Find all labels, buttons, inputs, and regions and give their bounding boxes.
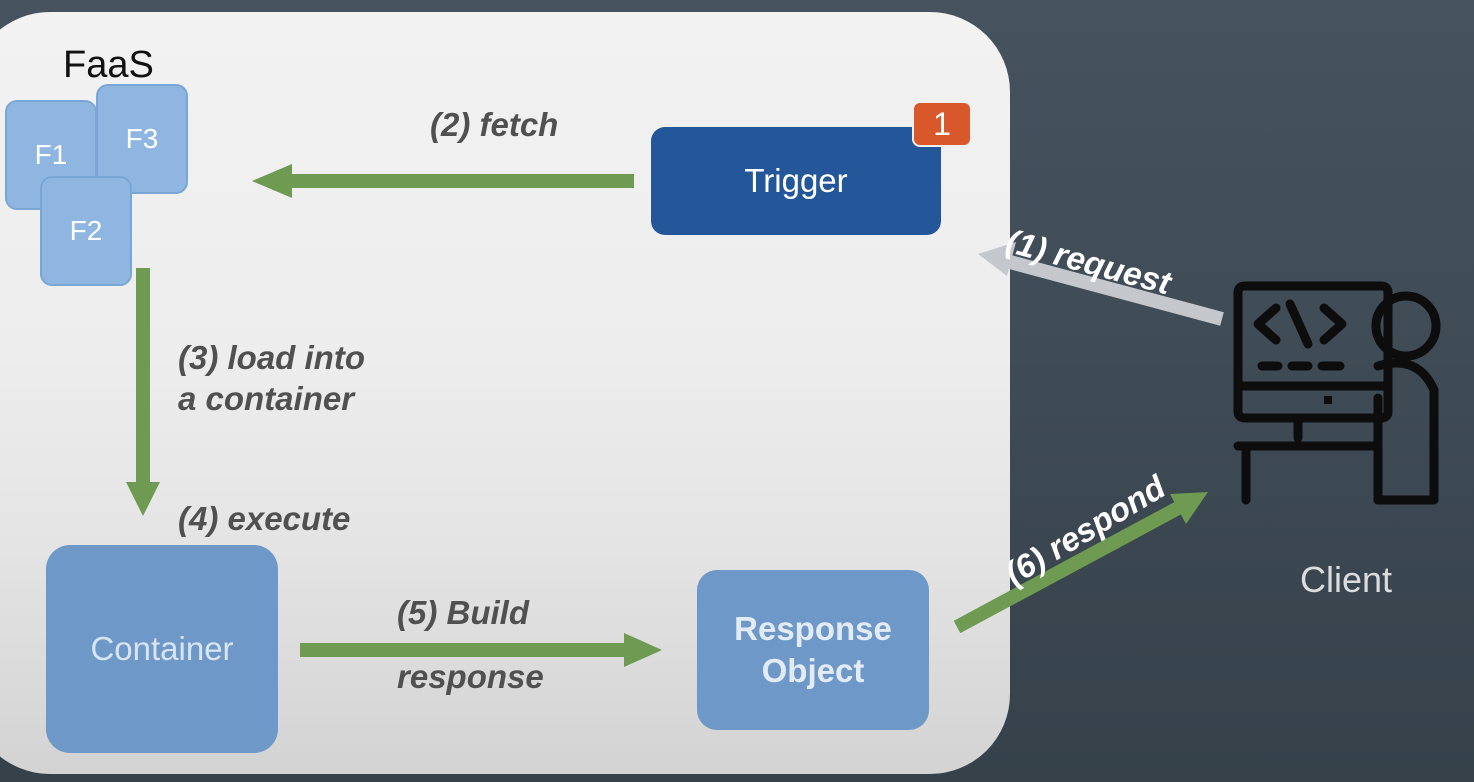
build-response-arrow xyxy=(300,633,662,667)
client-label: Client xyxy=(1300,559,1393,600)
step-build-label-line2: response xyxy=(397,658,544,695)
function-label: F1 xyxy=(34,139,68,170)
developer-computer-icon xyxy=(1233,281,1441,505)
step-load-label-line2: a container xyxy=(178,380,355,417)
container-label: Container xyxy=(90,630,234,667)
respond-arrow xyxy=(953,492,1208,634)
step-fetch-label: (2) fetch xyxy=(430,106,559,143)
fetch-arrow xyxy=(252,164,634,198)
load-arrow xyxy=(126,268,160,516)
slide-number-badge: 1 xyxy=(912,101,972,147)
function-box-f3: F3 xyxy=(96,84,188,194)
trigger-box: Trigger xyxy=(651,127,941,235)
faas-title: FaaS xyxy=(63,44,154,86)
step-execute-label: (4) execute xyxy=(178,500,351,537)
response-object-line2: Object xyxy=(761,652,865,689)
step-load-label-line1: (3) load into xyxy=(178,339,365,376)
function-label: F3 xyxy=(125,123,159,154)
function-box-f2: F2 xyxy=(40,176,132,286)
step-build-label-line1: (5) Build xyxy=(397,594,529,631)
response-object-box: Response Object xyxy=(697,570,929,730)
function-label: F2 xyxy=(69,215,103,246)
trigger-label: Trigger xyxy=(744,162,848,199)
request-arrow xyxy=(978,242,1224,326)
response-object-line1: Response xyxy=(734,610,892,647)
container-box: Container xyxy=(46,545,278,753)
